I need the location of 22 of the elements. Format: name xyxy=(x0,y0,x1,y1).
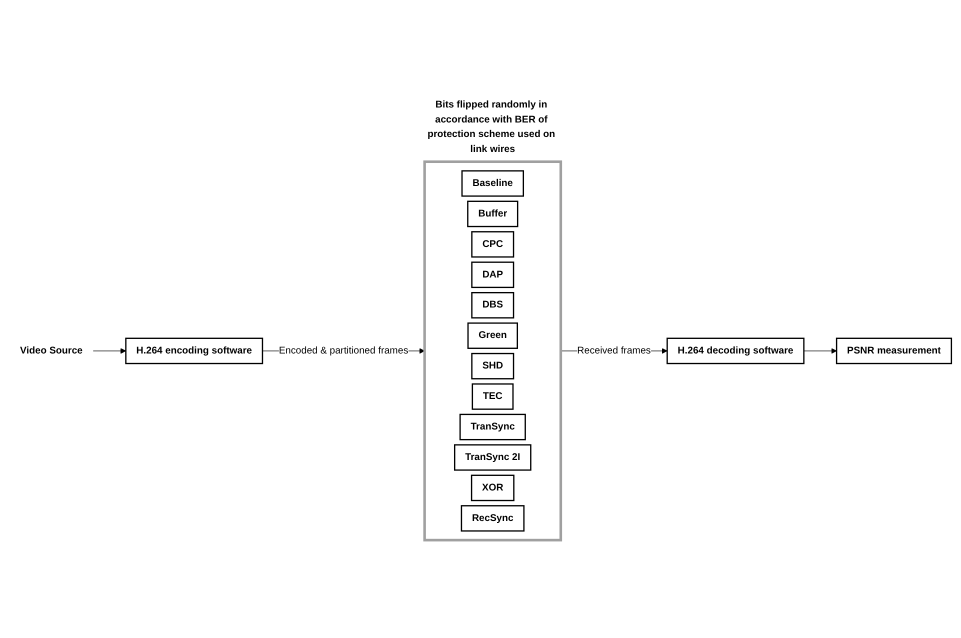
node-box xyxy=(467,200,518,228)
node-box xyxy=(461,170,524,197)
node-box xyxy=(460,505,525,532)
node-box xyxy=(459,414,526,440)
node-box xyxy=(471,231,514,258)
node-box xyxy=(471,262,514,288)
node-box xyxy=(454,444,532,471)
node-box xyxy=(471,353,514,380)
node-box xyxy=(836,338,952,364)
edge-label: Received frames xyxy=(577,345,651,356)
node-box xyxy=(125,338,264,364)
arrow xyxy=(804,348,837,354)
node-box xyxy=(470,474,514,502)
node-box xyxy=(471,292,514,319)
arrow xyxy=(92,348,126,354)
flowchart-diagram: Encoded & partitioned frames Received frames Bits flipped randomly in accordance with BER of protection scheme used on link wires Baseline Buffer CPC DAP DBS Green SHD TEC TranSync TranSync 2I XOR RecSync Video Source H.264 encoding software H.264 decoding software PSNR measurement xyxy=(3,91,958,547)
node-text: Video Source xyxy=(20,345,83,356)
cluster xyxy=(423,160,562,542)
node-box xyxy=(666,338,805,364)
node-box xyxy=(472,383,514,410)
node-box xyxy=(467,322,518,350)
edge-label: Encoded & partitioned frames xyxy=(278,345,408,356)
